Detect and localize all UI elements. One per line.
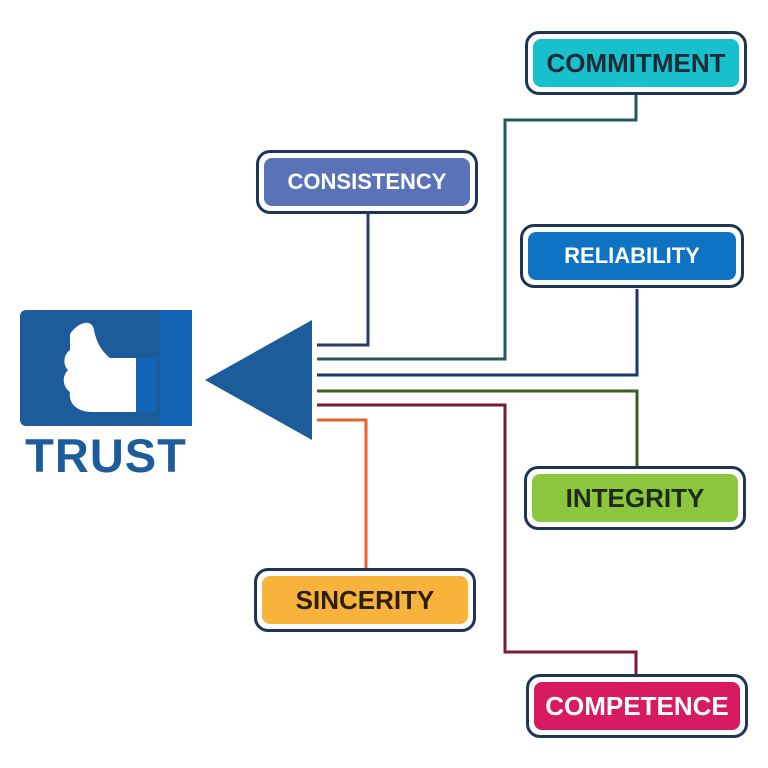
label-commitment-text: COMMITMENT bbox=[546, 47, 726, 78]
connector-competence bbox=[317, 403, 638, 674]
connector-lines bbox=[317, 95, 639, 674]
connector-commitment bbox=[317, 95, 638, 361]
label-reliability-fill: RELIABILITY bbox=[528, 232, 736, 280]
label-reliability-text: RELIABILITY bbox=[564, 243, 700, 268]
label-consistency-text: CONSISTENCY bbox=[287, 169, 447, 194]
label-commitment: COMMITMENT bbox=[525, 31, 747, 95]
connector-integrity bbox=[317, 389, 639, 466]
thumbs-up-icon bbox=[20, 310, 192, 426]
label-sincerity: SINCERITY bbox=[254, 568, 476, 632]
label-competence: COMPETENCE bbox=[526, 674, 748, 738]
label-competence-fill: COMPETENCE bbox=[534, 682, 740, 730]
label-sincerity-fill: SINCERITY bbox=[262, 576, 468, 624]
connector-consistency bbox=[317, 213, 370, 347]
label-competence-text: COMPETENCE bbox=[545, 690, 729, 721]
label-reliability: RELIABILITY bbox=[520, 224, 744, 288]
label-integrity-text: INTEGRITY bbox=[565, 482, 705, 513]
label-integrity: INTEGRITY bbox=[524, 466, 746, 530]
label-commitment-fill: COMMITMENT bbox=[533, 39, 739, 87]
connector-reliability bbox=[317, 289, 639, 377]
label-consistency: CONSISTENCY bbox=[256, 150, 478, 214]
arrow-triangle bbox=[205, 320, 312, 440]
label-consistency-fill: CONSISTENCY bbox=[264, 158, 470, 206]
connector-sincerity bbox=[317, 418, 368, 568]
label-integrity-fill: INTEGRITY bbox=[532, 474, 738, 522]
trust-title: TRUST bbox=[25, 429, 187, 482]
label-sincerity-text: SINCERITY bbox=[295, 584, 435, 615]
